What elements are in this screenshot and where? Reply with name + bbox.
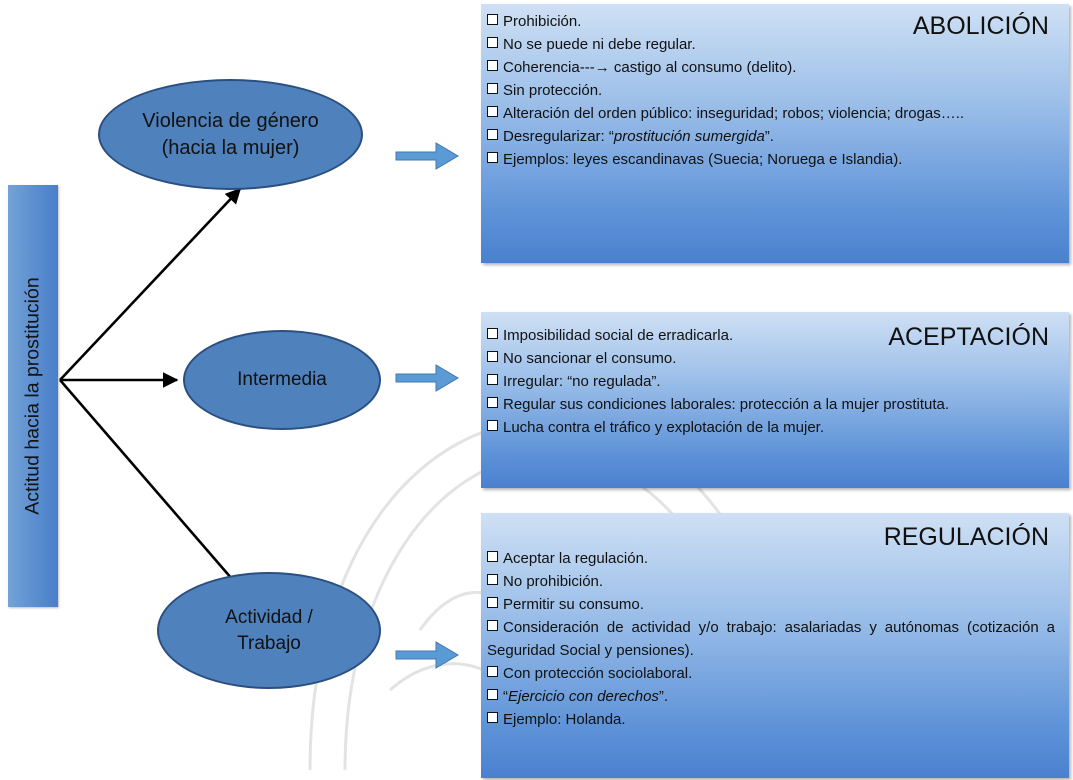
- checkbox-icon: [487, 620, 498, 631]
- checkbox-icon: [487, 397, 498, 408]
- box-regulacion: REGULACIÓN Aceptar la regulación. No pro…: [481, 513, 1069, 778]
- item-text: Sin protección.: [503, 82, 603, 99]
- item-emphasis: prostitución sumergida: [613, 128, 765, 145]
- node-label: Intermedia: [237, 369, 327, 391]
- item-text: Imposibilidad social de erradicarla.: [503, 327, 734, 344]
- checkbox-icon: [487, 712, 498, 723]
- item-text: “: [503, 688, 508, 705]
- list-item: Ejemplos: leyes escandinavas (Suecia; No…: [487, 148, 1055, 171]
- list-item: “Ejercicio con derechos”.: [487, 685, 1055, 708]
- checkbox-icon: [487, 574, 498, 585]
- checkbox-icon: [487, 129, 498, 140]
- checkbox-icon: [487, 328, 498, 339]
- list-item: Coherencia---→ castigo al consumo (delit…: [487, 56, 1055, 79]
- checkbox-icon: [487, 106, 498, 117]
- checkbox-icon: [487, 351, 498, 362]
- list-item: Desregularizar: “prostitución sumergida”…: [487, 125, 1055, 148]
- item-text: Ejemplo: Holanda.: [503, 711, 626, 728]
- checkbox-icon: [487, 666, 498, 677]
- checkbox-icon: [487, 689, 498, 700]
- checkbox-icon: [487, 14, 498, 25]
- item-emphasis: Ejercicio con derechos: [508, 688, 659, 705]
- item-text: Lucha contra el tráfico y explotación de…: [503, 419, 825, 436]
- box-heading: ACEPTACIÓN: [888, 323, 1049, 351]
- block-arrow-lower: [395, 641, 459, 669]
- list-item: No prohibición.: [487, 570, 1055, 593]
- right-arrow-icon: →: [594, 59, 610, 76]
- node-intermedia: Intermedia: [183, 330, 381, 430]
- list-item: Aceptar la regulación.: [487, 547, 1055, 570]
- box-abolicion: ABOLICIÓN Prohibición. No se puede ni de…: [481, 4, 1069, 263]
- item-text: Desregularizar: “: [503, 128, 614, 145]
- checkbox-icon: [487, 37, 498, 48]
- list-item: Alteración del orden público: insegurida…: [487, 102, 1055, 125]
- checkbox-icon: [487, 152, 498, 163]
- list-item: Lucha contra el tráfico y explotación de…: [487, 416, 1055, 439]
- item-text: Regular sus condiciones laborales: prote…: [503, 396, 950, 413]
- box-aceptacion: ACEPTACIÓN Imposibilidad social de errad…: [481, 312, 1069, 488]
- list-item: Consideración de actividad y/o trabajo: …: [487, 616, 1055, 662]
- item-text: castigo al consumo (delito).: [609, 59, 797, 76]
- node-violencia-de-genero: Violencia de género (hacia la mujer): [98, 79, 363, 190]
- block-arrow-upper: [395, 142, 459, 170]
- node-label: Violencia de género (hacia la mujer): [142, 109, 319, 159]
- list-item: Imposibilidad social de erradicarla.: [487, 324, 1055, 347]
- connector-line-upper: [59, 187, 242, 381]
- item-text: Prohibición.: [503, 13, 582, 30]
- list-item: Con protección sociolaboral.: [487, 662, 1055, 685]
- node-actividad-trabajo: Actividad / Trabajo: [157, 572, 381, 689]
- item-text: No se puede ni debe regular.: [503, 36, 696, 53]
- item-text: ”.: [764, 128, 774, 145]
- item-text: Ejemplos: leyes escandinavas (Suecia; No…: [503, 151, 903, 168]
- list-item: No se puede ni debe regular.: [487, 33, 1055, 56]
- item-text: ”.: [658, 688, 669, 705]
- root-box: Actitud hacia la prostitución: [8, 185, 58, 607]
- node-label: Actividad / Trabajo: [225, 606, 313, 654]
- item-text: Consideración de actividad y/o trabajo: …: [487, 619, 1055, 659]
- item-text: Irregular: “no regulada”.: [503, 373, 661, 390]
- checkbox-icon: [487, 551, 498, 562]
- item-text: No sancionar el consumo.: [503, 350, 677, 367]
- checkbox-icon: [487, 83, 498, 94]
- list-item: Ejemplo: Holanda.: [487, 708, 1055, 731]
- checkbox-icon: [487, 597, 498, 608]
- checkbox-icon: [487, 374, 498, 385]
- item-text: No prohibición.: [503, 573, 604, 590]
- item-text: Permitir su consumo.: [503, 596, 644, 613]
- box-heading: REGULACIÓN: [883, 523, 1049, 551]
- list-item: Sin protección.: [487, 79, 1055, 102]
- checkbox-icon: [487, 420, 498, 431]
- block-arrow-middle: [395, 364, 459, 392]
- list-item: Permitir su consumo.: [487, 593, 1055, 616]
- list-item: Regular sus condiciones laborales: prote…: [487, 393, 1055, 416]
- list-item: Prohibición.: [487, 10, 1055, 33]
- item-text: Con protección sociolaboral.: [503, 665, 693, 682]
- box-heading: ABOLICIÓN: [912, 12, 1049, 40]
- list-item: No sancionar el consumo.: [487, 347, 1055, 370]
- list-item: Irregular: “no regulada”.: [487, 370, 1055, 393]
- item-text: Alteración del orden público: insegurida…: [503, 105, 965, 122]
- item-text: Aceptar la regulación.: [503, 550, 649, 567]
- connector-line-lower: [59, 379, 247, 596]
- item-text: Coherencia---: [503, 59, 595, 76]
- checkbox-icon: [487, 60, 498, 71]
